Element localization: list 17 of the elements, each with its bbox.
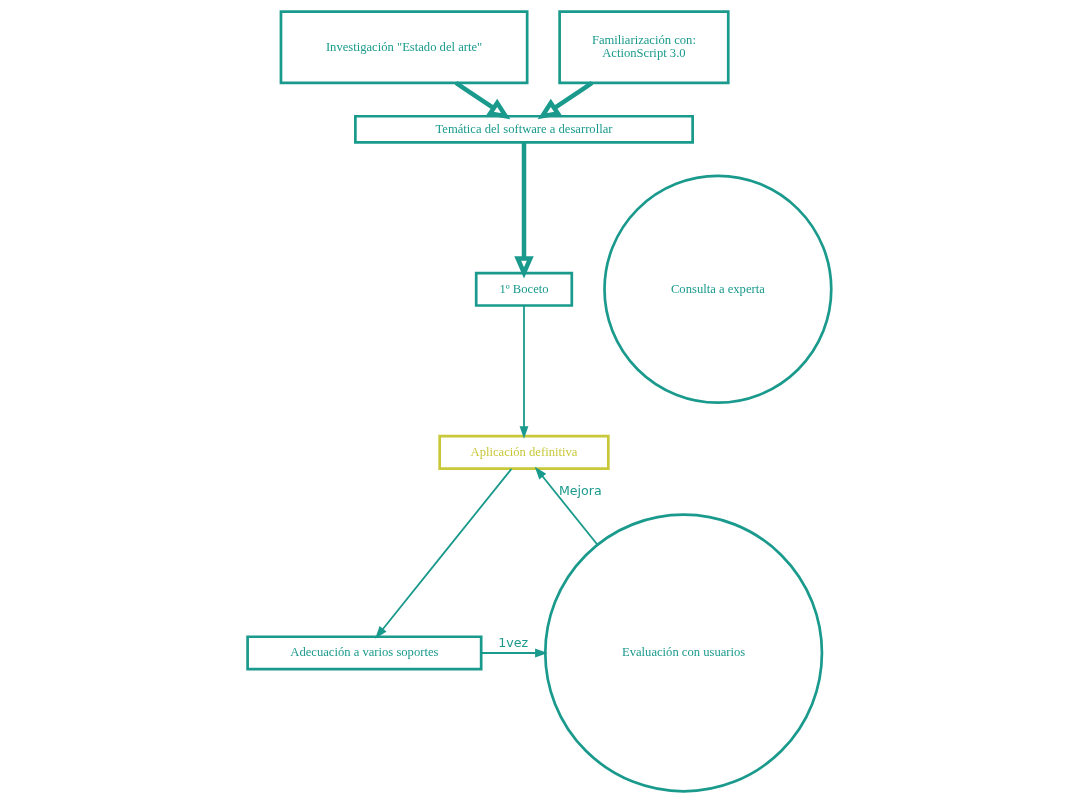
edge-label: 1vez: [498, 634, 529, 650]
node-box: Familiarización con: ActionScript 3.0: [558, 10, 730, 85]
node-box: Aplicación definitiva: [438, 434, 610, 470]
node-box: 1º Boceto: [474, 271, 574, 307]
arrow: [480, 648, 548, 658]
node-box: Investigación "Estado del arte": [279, 10, 529, 85]
arrow: [519, 304, 529, 439]
arrow: [534, 466, 599, 546]
arrow: [514, 142, 534, 279]
edge-label: Mejora: [558, 482, 602, 498]
arrow: [537, 81, 594, 120]
node-box: Adecuación a varios soportes: [246, 635, 483, 671]
node-circle: Consulta a experta: [603, 174, 833, 404]
arrow: [375, 468, 513, 639]
node-box: Temática del software a desarrollar: [354, 114, 694, 144]
node-circle: Evaluación con usuarios: [543, 513, 824, 793]
arrow: [454, 81, 511, 120]
